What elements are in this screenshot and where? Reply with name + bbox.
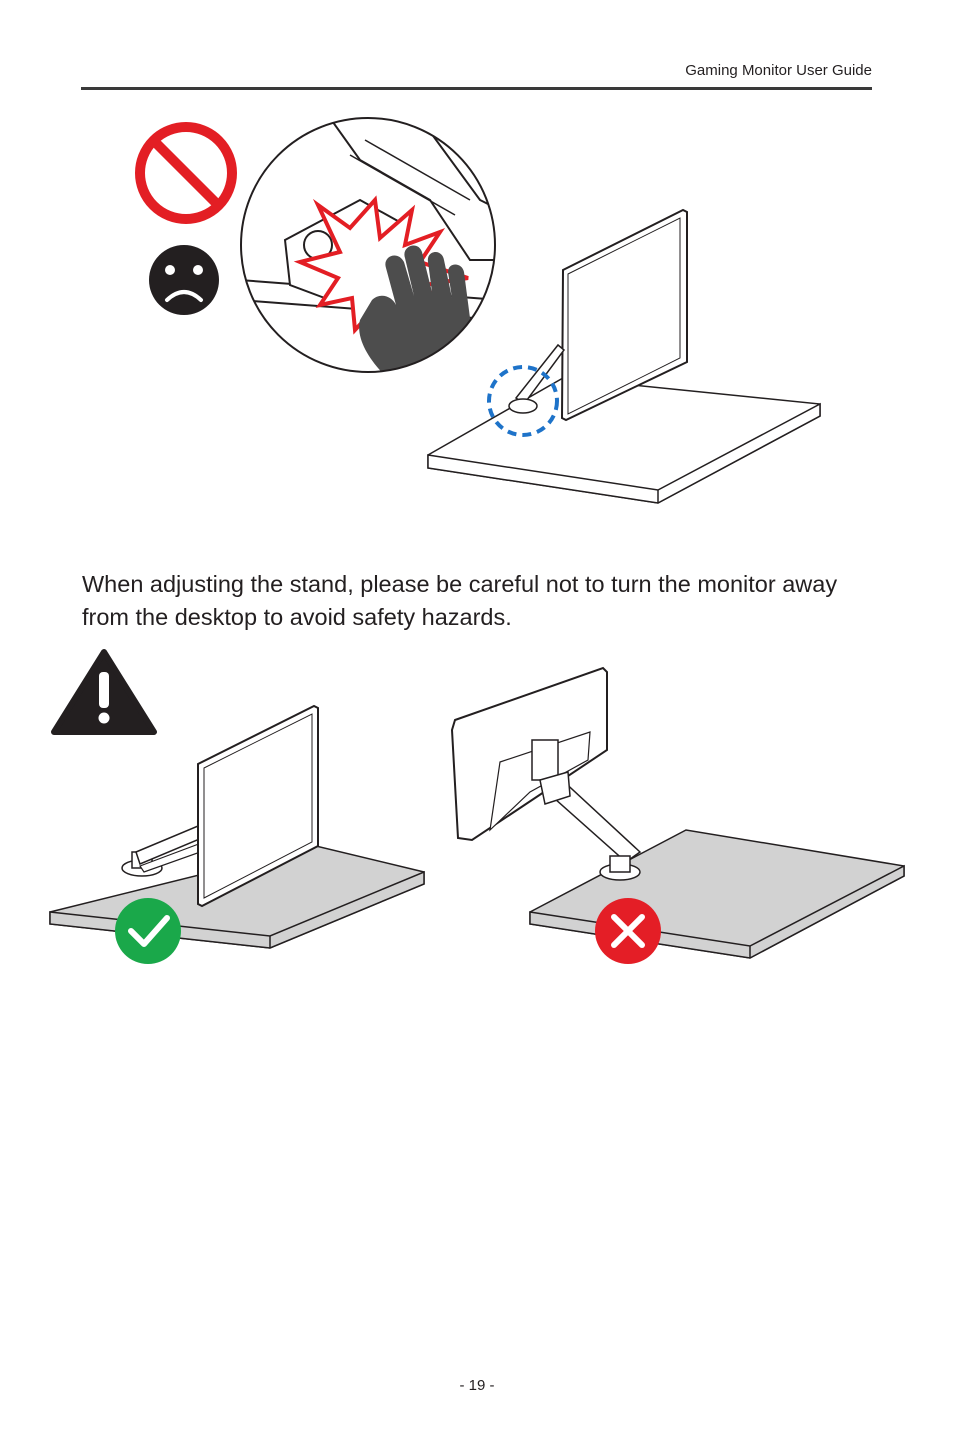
- incorrect-setup: [450, 666, 905, 959]
- header-title: Gaming Monitor User Guide: [685, 62, 872, 79]
- warning-triangle-icon: [51, 649, 157, 735]
- sad-face-icon: [149, 245, 219, 315]
- pinch-point-highlight: [487, 365, 559, 437]
- turn-away-illustration: [49, 649, 905, 964]
- header-rule: [81, 87, 872, 90]
- page-number: - 19 -: [459, 1377, 495, 1394]
- cross-icon: [595, 898, 661, 964]
- instruction-text: When adjusting the stand, please be care…: [82, 571, 838, 630]
- no-entry-icon: [135, 122, 237, 224]
- monitor-side-view: [508, 208, 688, 422]
- checkmark-icon: [115, 898, 181, 964]
- zoom-detail-view: [240, 117, 496, 373]
- correct-setup: [49, 704, 425, 949]
- pinch-hazard-illustration: [135, 117, 821, 504]
